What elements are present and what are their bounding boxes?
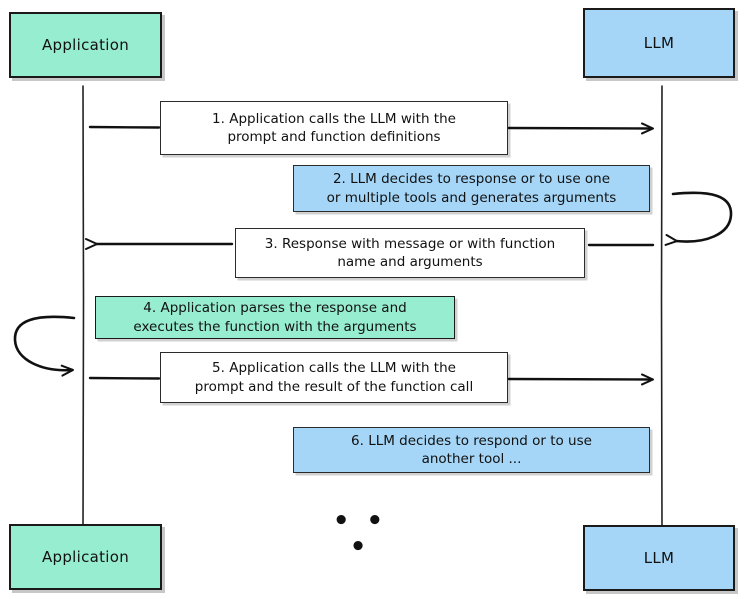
message-3-line-1: 3. Response with message or with functio… [264,235,556,252]
message-1-line-1: 1. Application calls the LLM with the [212,110,456,127]
message-box-5[interactable]: 5. Application calls the LLM with the pr… [160,352,508,403]
self-loop-application [13,315,76,377]
note-box-2[interactable]: 2. LLM decides to response or to use one… [293,165,650,212]
actor-application-bottom[interactable]: Application [9,524,162,590]
arrow-message-5 [507,373,654,386]
lifeline-application [82,85,85,531]
lifeline-llm [660,85,663,531]
message-1-line-2: prompt and function definitions [227,129,441,145]
actor-llm-bottom-label: LLM [643,549,675,567]
actor-application-top[interactable]: Application [9,12,162,78]
message-6-line-1: 6. LLM decides to respond or to use [351,432,592,449]
actor-application-top-label: Application [41,36,130,54]
message-box-1[interactable]: 1. Application calls the LLM with the pr… [160,101,508,155]
actor-application-bottom-label: Application [41,548,130,566]
message-4-line-2: executes the function with the arguments [133,318,417,335]
continuation-ellipsis: • • • [332,506,388,562]
message-5-line-2: prompt and the result of the function ca… [194,378,474,395]
message-3-line-2: name and arguments [337,254,483,270]
message-4-line-1: 4. Application parses the response and [143,300,407,317]
message-2-line-1: 2. LLM decides to response or to use one [332,171,611,188]
message-2-text: 2. LLM decides to response or to use one… [302,170,641,206]
message-6-line-2: another tool ... [421,451,522,467]
actor-llm-bottom[interactable]: LLM [583,525,735,591]
message-5-text: 5. Application calls the LLM with the pr… [169,359,499,395]
note-box-4[interactable]: 4. Application parses the response and e… [95,296,455,339]
message-box-3[interactable]: 3. Response with message or with functio… [235,228,585,278]
arrow-message-1-left-stub [88,125,161,129]
message-2-line-2: or multiple tools and generates argument… [326,189,617,206]
message-4-text: 4. Application parses the response and e… [104,299,446,335]
arrow-message-1 [507,122,654,135]
message-5-line-1: 5. Application calls the LLM with the [212,360,456,377]
actor-llm-top-label: LLM [643,34,675,52]
message-6-text: 6. LLM decides to respond or to use anot… [302,432,641,468]
note-box-6[interactable]: 6. LLM decides to respond or to use anot… [293,427,650,473]
actor-llm-top[interactable]: LLM [583,8,735,78]
message-3-text: 3. Response with message or with functio… [244,235,576,271]
message-1-text: 1. Application calls the LLM with the pr… [169,110,499,146]
self-loop-llm-top [664,191,733,246]
arrow-message-5-left-stub [88,376,161,380]
